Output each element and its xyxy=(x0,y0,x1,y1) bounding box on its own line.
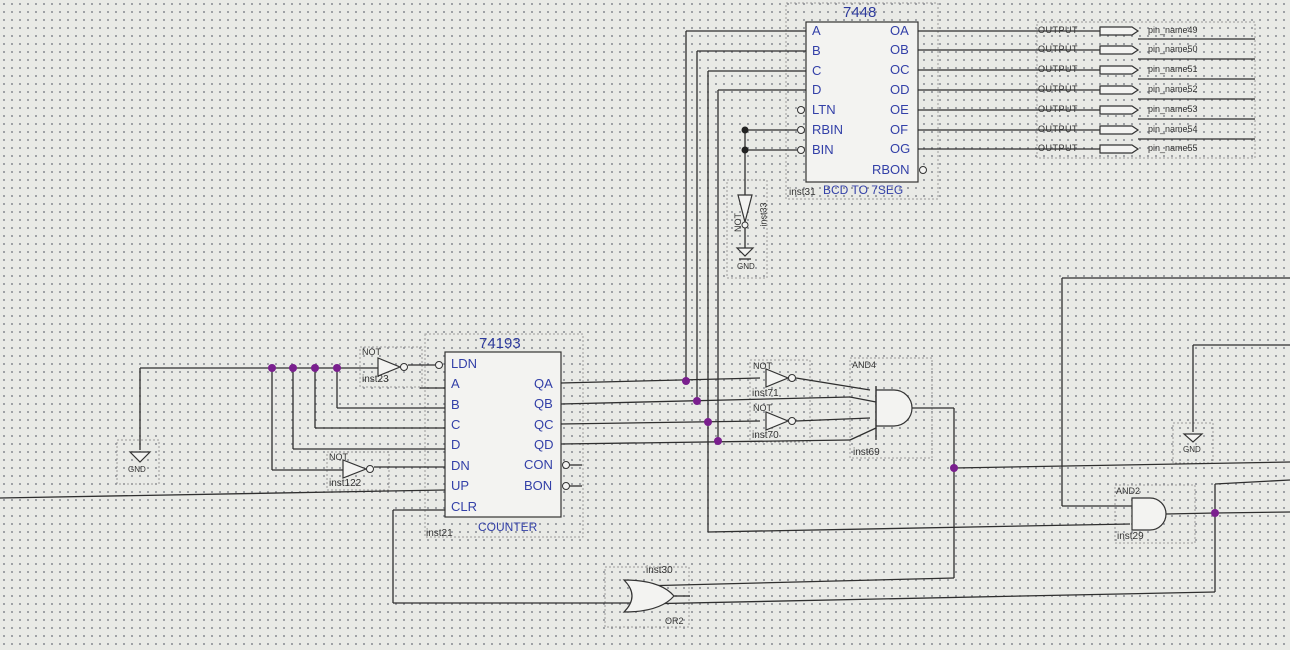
ic-74193-pin-qd: QD xyxy=(534,437,554,452)
ic-74193-pin-d: D xyxy=(451,437,461,452)
ic-74193-pin-up: UP xyxy=(451,478,470,493)
ic-74193-pin-bon: BON xyxy=(524,478,553,493)
not-inst122-instance: inst122 xyxy=(329,478,362,489)
output-pin-name[interactable]: pin_name53 xyxy=(1148,104,1198,114)
gnd-label: GND xyxy=(737,262,755,271)
ic-7448-pin-ltn: LTN xyxy=(812,102,836,117)
ic-74193-pin-qb: QB xyxy=(534,396,553,411)
and4-type: AND4 xyxy=(852,360,877,370)
and2-type: AND2 xyxy=(1116,486,1141,496)
ic-74193-pin-a: A xyxy=(451,376,460,391)
ic-7448-pin-a: A xyxy=(812,23,821,38)
output-type-label: OUTPUT xyxy=(1038,143,1078,153)
not-inst70-instance: inst70 xyxy=(752,430,779,441)
ic-7448-pin-od: OD xyxy=(890,82,910,97)
ic-74193-caption: COUNTER xyxy=(478,520,538,534)
or2-type: OR2 xyxy=(665,616,684,626)
ic-7448-pin-oc: OC xyxy=(890,62,910,77)
ic-74193-body[interactable] xyxy=(444,351,562,518)
ic-7448-pin-c: C xyxy=(812,63,822,78)
output-type-label: OUTPUT xyxy=(1038,64,1078,74)
ic-7448-pin-d: D xyxy=(812,82,822,97)
and2-gate-symbol[interactable] xyxy=(1131,497,1167,531)
output-pin-name[interactable]: pin_name55 xyxy=(1148,143,1198,153)
and2-instance: inst29 xyxy=(1117,531,1144,542)
ic-7448-body[interactable] xyxy=(805,21,919,183)
ic-74193-pin-b: B xyxy=(451,397,460,412)
ic-74193-instance: inst21 xyxy=(426,528,453,539)
not-inst71-type: NOT xyxy=(753,361,772,371)
ic-74193-pin-c: C xyxy=(451,417,461,432)
output-pin-name[interactable]: pin_name49 xyxy=(1148,25,1198,35)
ic-7448-pin-oe: OE xyxy=(890,102,909,117)
output-type-label: OUTPUT xyxy=(1038,44,1078,54)
ic-7448-pin-og: OG xyxy=(890,141,911,156)
ic-7448-caption: BCD TO 7SEG xyxy=(823,183,904,197)
ic-7448-title: 7448 xyxy=(843,4,877,21)
ic-74193-pin-clr: CLR xyxy=(451,499,478,514)
output-type-label: OUTPUT xyxy=(1038,84,1078,94)
output-type-label: OUTPUT xyxy=(1038,104,1078,114)
ic-7448-pin-b: B xyxy=(812,43,821,58)
ic-74193-pin-con: CON xyxy=(524,457,553,472)
junction-nodes xyxy=(268,126,1219,517)
ic-7448-pin-ob: OB xyxy=(890,42,909,57)
ic-7448-pin-rbin: RBIN xyxy=(812,122,844,137)
output-type-label: OUTPUT xyxy=(1038,124,1078,134)
ic-74193-pin-qc: QC xyxy=(534,417,554,432)
ic-7448-instance: inst31 xyxy=(789,187,816,198)
not-inst122-type: NOT xyxy=(329,452,348,462)
ic-7448-pin-of: OF xyxy=(890,122,909,137)
gnd-label: GND xyxy=(1183,445,1201,454)
ic-74193-pin-dn: DN xyxy=(451,458,470,473)
or2-instance: inst30 xyxy=(646,565,673,576)
output-pin-symbols xyxy=(1099,26,1255,154)
and4-instance: inst69 xyxy=(853,447,880,458)
not-inst70-type: NOT xyxy=(753,403,772,413)
ic-7448-pin-rbon: RBON xyxy=(872,162,910,177)
or2-gate-symbol[interactable] xyxy=(622,579,675,613)
not-inst71-instance: inst71 xyxy=(752,388,779,399)
ic-74193-pin-qa: QA xyxy=(534,376,553,391)
ic-7448-pin-oa: OA xyxy=(890,23,909,38)
output-pin-name[interactable]: pin_name52 xyxy=(1148,84,1198,94)
ic-74193-title: 74193 xyxy=(479,335,521,352)
output-pin-name[interactable]: pin_name54 xyxy=(1148,124,1198,134)
output-pin-name[interactable]: pin_name51 xyxy=(1148,64,1198,74)
not-inst33-instance: inst33 xyxy=(758,202,769,227)
gnd-label: GND xyxy=(128,465,146,474)
not-inst23-instance: inst23 xyxy=(362,374,389,385)
not-inst33-type: NOT xyxy=(733,213,743,232)
ic-7448-pin-bin: BIN xyxy=(812,142,834,157)
ic-74193-pin-ldn: LDN xyxy=(451,356,478,371)
and4-gate-symbol[interactable] xyxy=(875,389,913,427)
output-type-label: OUTPUT xyxy=(1038,25,1078,35)
not-inst23-type: NOT xyxy=(362,347,381,357)
output-pin-name[interactable]: pin_name50 xyxy=(1148,44,1198,54)
